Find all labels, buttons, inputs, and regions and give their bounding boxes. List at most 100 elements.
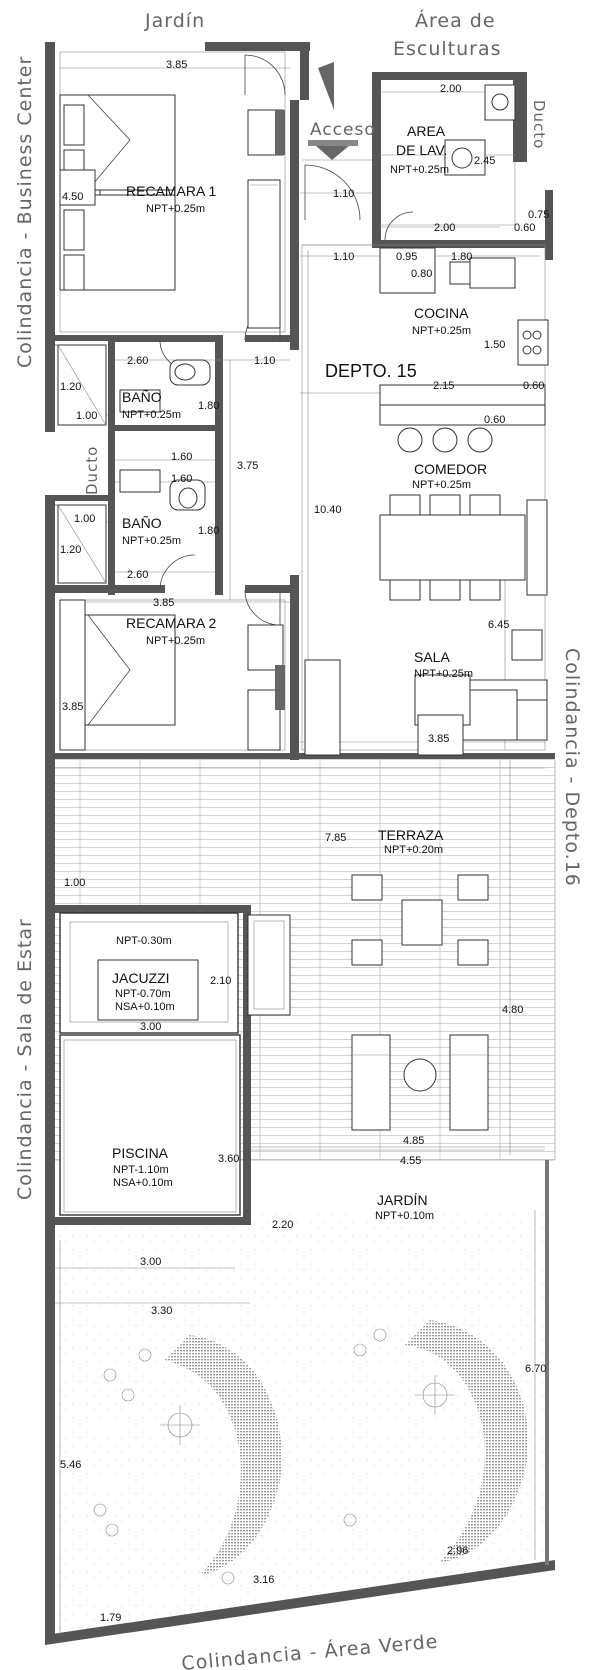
dim-label: 0.60 (514, 222, 535, 234)
dim-label: 4.50 (62, 191, 83, 203)
bed-recamara2 (59, 599, 176, 751)
dim-label: 1.80 (451, 251, 472, 263)
room-lavado-name1: AREA (407, 123, 446, 139)
bathroom-fixtures (57, 344, 211, 584)
boundary-left-top: Colindancia - Business Center (14, 56, 36, 368)
dim-label: 6.45 (488, 619, 509, 631)
dim-label: 3.16 (253, 1574, 274, 1586)
room-bano2-name: BAÑO (122, 515, 162, 531)
dim-label: 1.20 (60, 544, 81, 556)
dim-label: 3.30 (151, 1305, 172, 1317)
dim-label: 2.10 (210, 975, 231, 987)
dim-label: 1.10 (254, 355, 275, 367)
dim-label: 1.20 (60, 381, 81, 393)
room-jardin-npt: NPT+0.10m (375, 1210, 434, 1222)
dim-label: 1.79 (100, 1612, 121, 1624)
room-recamara1-npt: NPT+0.25m (146, 203, 205, 215)
dim-label: 0.60 (523, 380, 544, 392)
dim-label: 1.00 (64, 877, 85, 889)
boundary-bottom: Colindancia - Área Verde (180, 1630, 439, 1670)
dim-label: 3.00 (140, 1256, 161, 1268)
dim-label: 3.85 (153, 597, 174, 609)
room-terraza-name: TERRAZA (378, 827, 444, 843)
room-bano1-name: BAÑO (122, 389, 162, 405)
boundary-right: Colindancia - Depto.16 (561, 648, 583, 887)
dim-label: 4.85 (403, 1135, 424, 1147)
dim-label: 3.60 (218, 1153, 239, 1165)
unit-label: DEPTO. 15 (325, 361, 417, 381)
room-recamara1-name: RECAMARA 1 (126, 183, 216, 199)
dim-label: 2.00 (440, 83, 461, 95)
boundary-left-bottom: Colindancia - Sala de Estar (14, 918, 36, 1200)
dim-label: 7.85 (325, 832, 346, 844)
dim-label: 1.00 (76, 410, 97, 422)
dim-label: 6.70 (525, 1363, 546, 1375)
garden-trees (93, 1320, 529, 1585)
dim-label: 1.60 (171, 473, 192, 485)
dim-label: 3.85 (62, 701, 83, 713)
dim-label: 3.85 (428, 733, 449, 745)
access-arrow-icon (308, 62, 358, 160)
boundary-top-left: Jardín (144, 10, 205, 32)
dim-label: 2.60 (127, 355, 148, 367)
dining-living-furniture (304, 494, 548, 756)
room-cocina-npt: NPT+0.25m (412, 325, 471, 337)
room-piscina-name: PISCINA (112, 1145, 169, 1161)
dim-label: 1.60 (171, 451, 192, 463)
dim-label: 2.20 (272, 1219, 293, 1231)
dim-label: 5.46 (60, 1459, 81, 1471)
pool-jacuzzi (59, 912, 291, 1216)
dim-label: 3.75 (237, 460, 258, 472)
room-comedor-name: COMEDOR (414, 461, 487, 477)
dim-label: 2.96 (447, 1545, 468, 1557)
room-recamara2-npt: NPT+0.25m (146, 635, 205, 647)
dim-label: 3.85 (166, 59, 187, 71)
room-comedor-npt: NPT+0.25m (412, 479, 471, 491)
dim-label: 4.80 (502, 1004, 523, 1016)
room-bano2-npt: NPT+0.25m (122, 535, 181, 547)
room-bano1-npt: NPT+0.25m (122, 409, 181, 421)
terrace-furniture (351, 874, 489, 1131)
dim-label: 3.00 (140, 1021, 161, 1033)
dim-label: 1.50 (484, 339, 505, 351)
room-lavado-npt: NPT+0.25m (390, 164, 449, 176)
laundry-kitchen-fixtures (379, 84, 549, 453)
dim-label: 1.10 (333, 251, 354, 263)
room-sala-name: SALA (414, 649, 450, 665)
room-cocina-name: COCINA (414, 305, 469, 321)
dim-label: 1.00 (74, 513, 95, 525)
room-lavado-name2: DE LAV. (396, 142, 447, 158)
dim-label: 10.40 (314, 504, 342, 516)
room-piscina-nsa: NSA+0.10m (113, 1177, 173, 1189)
dim-label: 0.95 (396, 251, 417, 263)
room-jacuzzi-name: JACUZZI (112, 970, 170, 986)
room-terraza-npt: NPT+0.20m (384, 844, 443, 856)
boundary-top-right-1: Área de (415, 9, 496, 32)
closets (247, 109, 285, 751)
room-sala-npt: NPT+0.25m (414, 668, 473, 680)
access-label: Acceso (310, 120, 376, 140)
ducto-top-label: Ducto (530, 100, 548, 149)
dim-label: 0.80 (411, 268, 432, 280)
dim-label: 2.15 (433, 380, 454, 392)
ducto-left-label: Ducto (83, 446, 101, 495)
jacuzzi-npt-top: NPT-0.30m (116, 935, 172, 947)
room-piscina-npt: NPT-1.10m (113, 1164, 169, 1176)
dim-label: 0.60 (484, 414, 505, 426)
dim-label: 0.75 (528, 209, 549, 221)
dim-label: 2.45 (474, 155, 495, 167)
room-jacuzzi-nsa: NSA+0.10m (115, 1001, 175, 1013)
dim-label: 2.00 (434, 222, 455, 234)
walls (45, 42, 555, 1645)
room-recamara2-name: RECAMARA 2 (126, 615, 216, 631)
room-jacuzzi-npt: NPT-0.70m (115, 988, 171, 1000)
dim-label: 1.80 (198, 400, 219, 412)
dim-label: 4.55 (400, 1155, 421, 1167)
dim-label: 1.10 (333, 188, 354, 200)
room-jardin-name: JARDÍN (377, 1192, 428, 1208)
dim-label: 1.80 (198, 525, 219, 537)
bed-recamara1 (59, 94, 176, 291)
dim-label: 2.60 (127, 569, 148, 581)
boundary-top-right-2: Esculturas (393, 38, 502, 60)
